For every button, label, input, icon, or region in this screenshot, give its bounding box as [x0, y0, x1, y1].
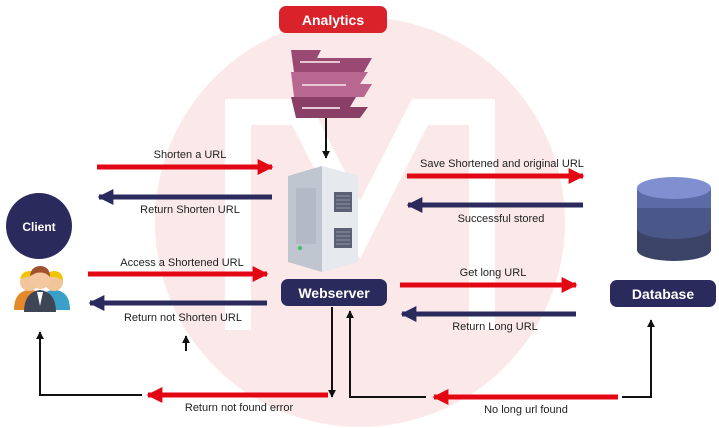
label-access-shortened-url: Access a Shortened URL: [120, 257, 244, 269]
analytics-label: Analytics: [302, 12, 364, 28]
arrow-to-database: [622, 319, 655, 398]
label-return-shorten-url: Return Shorten URL: [140, 204, 240, 216]
webserver-node: Webserver: [281, 279, 387, 306]
label-successful-stored: Successful stored: [458, 213, 545, 225]
label-shorten-url: Shorten a URL: [154, 149, 227, 161]
analytics-node: Analytics: [279, 6, 387, 33]
user-group-icon: [14, 266, 70, 312]
label-get-long-url: Get long URL: [460, 267, 527, 279]
client-label: Client: [22, 220, 55, 234]
label-return-long-url: Return Long URL: [452, 321, 538, 333]
client-node: Client: [6, 193, 72, 259]
arrow-to-client: [36, 331, 142, 396]
label-no-long-url: No long url found: [484, 404, 568, 416]
kinesis-stream-icon: [291, 50, 372, 118]
watermark-logo: [155, 17, 565, 427]
database-cylinder-icon: [637, 177, 711, 261]
server-tower-icon: [288, 166, 358, 272]
database-label: Database: [632, 286, 694, 302]
webserver-label: Webserver: [298, 285, 370, 301]
arrow-up-to-server: [346, 310, 426, 398]
label-return-not-found: Return not found error: [185, 402, 294, 414]
label-save-shortened: Save Shortened and original URL: [420, 158, 584, 170]
label-return-not-shorten-url: Return not Shorten URL: [124, 312, 242, 324]
database-node: Database: [610, 280, 716, 307]
